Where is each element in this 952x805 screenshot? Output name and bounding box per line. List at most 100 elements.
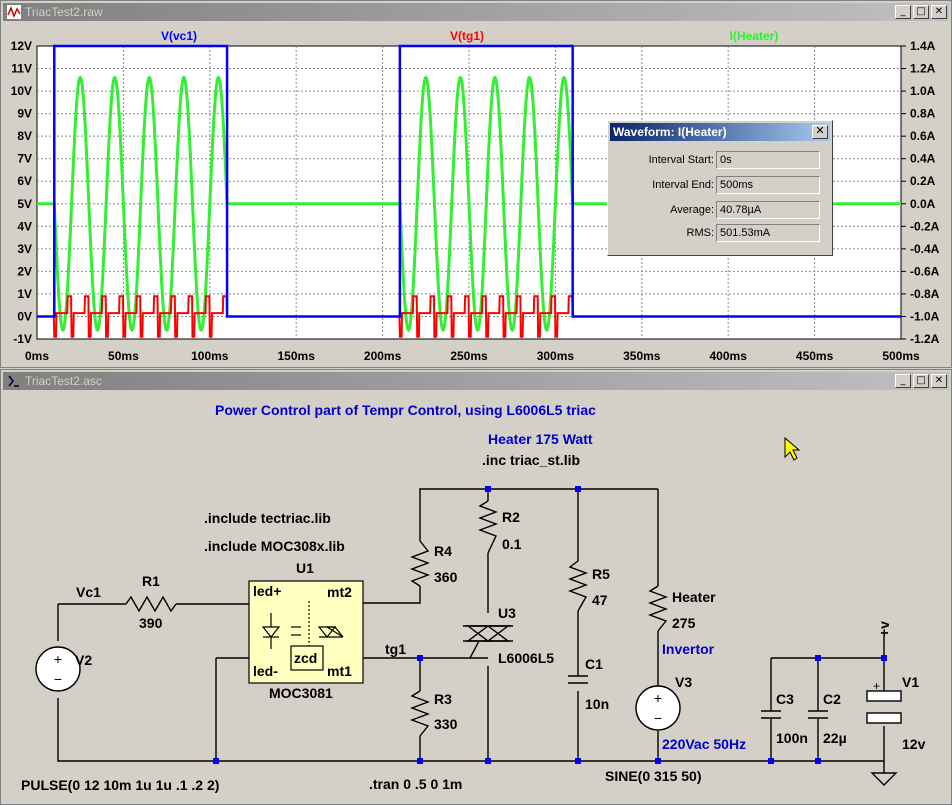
y-right-tick-label: -0.6A bbox=[910, 264, 940, 278]
triac-u3[interactable] bbox=[463, 625, 513, 659]
c1-value: 10n bbox=[585, 696, 609, 712]
y-left-tick-label: 8V bbox=[17, 129, 32, 143]
dialog-close-icon[interactable]: ✕ bbox=[812, 125, 828, 139]
y-right-tick-label: 0.8A bbox=[910, 107, 936, 121]
sine-directive: SINE(0 315 50) bbox=[605, 768, 702, 784]
interval-end-row: Interval End: 500ms bbox=[608, 176, 834, 196]
svg-text:+: + bbox=[654, 690, 662, 706]
x-tick-label: 250ms bbox=[450, 349, 488, 363]
invertor-note: Invertor bbox=[662, 641, 715, 657]
x-tick-label: 400ms bbox=[710, 349, 748, 363]
svg-text:−: − bbox=[54, 671, 62, 687]
x-tick-label: 450ms bbox=[796, 349, 834, 363]
u3-value: L6006L5 bbox=[498, 650, 554, 666]
resistor-r3 bbox=[410, 690, 430, 737]
pin-led-plus-label: led+ bbox=[253, 583, 281, 599]
x-tick-label: 150ms bbox=[278, 349, 316, 363]
maximize-button[interactable]: □ bbox=[913, 5, 929, 19]
waveform-dialog-title: Waveform: I(Heater) bbox=[613, 125, 727, 139]
y-left-tick-label: 6V bbox=[17, 174, 32, 188]
plot-window-title: TriacTest2.raw bbox=[25, 5, 103, 19]
waveform-dialog: Waveform: I(Heater) ✕ Interval Start: 0s… bbox=[607, 120, 833, 256]
close-button[interactable]: ✕ bbox=[931, 374, 947, 388]
c1-name: C1 bbox=[585, 656, 603, 672]
y-left-tick-label: 10V bbox=[11, 84, 32, 98]
series-v-vc1-line bbox=[37, 44, 901, 318]
c3-name: C3 bbox=[776, 691, 794, 707]
interval-start-field[interactable]: 0s bbox=[716, 151, 820, 169]
zcd-label: zcd bbox=[294, 650, 317, 666]
waveform-app-icon bbox=[7, 5, 21, 19]
r5-value: 47 bbox=[592, 592, 608, 608]
trace-label: V(vc1) bbox=[161, 29, 197, 43]
y-right-tick-label: 0.2A bbox=[910, 174, 936, 188]
r1-name: R1 bbox=[142, 573, 160, 589]
resistor-r1 bbox=[125, 595, 177, 613]
plot-window-titlebar[interactable]: TriacTest2.raw _ □ ✕ bbox=[3, 3, 949, 21]
resistor-r2 bbox=[478, 500, 498, 554]
pulse-directive: PULSE(0 12 10m 1u 1u .1 .2 2) bbox=[21, 777, 219, 793]
u1-name: U1 bbox=[296, 560, 314, 576]
r4-name: R4 bbox=[434, 543, 452, 559]
y-right-tick-label: -1.2A bbox=[910, 332, 940, 346]
inc-triac-directive: .inc triac_st.lib bbox=[482, 452, 580, 468]
svg-text:−: − bbox=[654, 710, 662, 726]
close-button[interactable]: ✕ bbox=[931, 5, 947, 19]
r2-name: R2 bbox=[502, 509, 520, 525]
vac-note: 220Vac 50Hz bbox=[662, 736, 746, 752]
y-right-tick-label: -0.8A bbox=[910, 287, 940, 301]
r1-value: 390 bbox=[139, 615, 163, 631]
interval-start-row: Interval Start: 0s bbox=[608, 151, 834, 171]
pin-mt2-label: mt2 bbox=[327, 584, 352, 600]
net-tg1-label: tg1 bbox=[385, 641, 406, 657]
optocoupler-u1[interactable] bbox=[248, 580, 364, 684]
heater-name: Heater bbox=[672, 589, 716, 605]
x-tick-label: 300ms bbox=[537, 349, 575, 363]
include-tectriac-directive: .include tectriac.lib bbox=[204, 510, 331, 526]
schematic-window-titlebar[interactable]: TriacTest2.asc _ □ ✕ bbox=[3, 372, 949, 390]
y-right-tick-label: 1.2A bbox=[910, 62, 936, 76]
r3-name: R3 bbox=[434, 691, 452, 707]
average-label: Average: bbox=[670, 204, 714, 216]
y-right-tick-label: -0.2A bbox=[910, 219, 940, 233]
schematic-canvas[interactable]: + − + − + bbox=[3, 392, 951, 804]
heater-note: Heater 175 Watt bbox=[488, 431, 593, 447]
x-tick-label: 100ms bbox=[191, 349, 229, 363]
voltage-source-v2[interactable]: + − bbox=[35, 646, 81, 692]
r5-name: R5 bbox=[592, 566, 610, 582]
rms-row: RMS: 501.53mA bbox=[608, 224, 834, 244]
waveform-dialog-titlebar[interactable]: Waveform: I(Heater) ✕ bbox=[610, 123, 830, 141]
v1-value: 12v bbox=[902, 736, 926, 752]
schematic-window-title: TriacTest2.asc bbox=[25, 374, 102, 388]
trace-label: I(Heater) bbox=[730, 29, 779, 43]
voltage-source-v3[interactable]: + − bbox=[635, 685, 681, 731]
resistors bbox=[125, 500, 668, 737]
x-tick-label: 500ms bbox=[882, 349, 920, 363]
x-tick-label: 200ms bbox=[364, 349, 402, 363]
minimize-button[interactable]: _ bbox=[895, 374, 911, 388]
average-row: Average: 40.78µA bbox=[608, 201, 834, 221]
y-right-tick-label: 1.0A bbox=[910, 84, 936, 98]
resistor-heater bbox=[648, 585, 668, 632]
y-left-tick-label: 9V bbox=[17, 107, 32, 121]
interval-end-field[interactable]: 500ms bbox=[716, 176, 820, 194]
u1-value: MOC3081 bbox=[269, 685, 333, 701]
c3-value: 100n bbox=[776, 730, 808, 746]
schematic-title: Power Control part of Tempr Control, usi… bbox=[215, 402, 596, 418]
y-right-tick-label: -1.0A bbox=[910, 309, 940, 323]
ground-symbol bbox=[870, 772, 898, 786]
maximize-button[interactable]: □ bbox=[913, 374, 929, 388]
y-left-tick-label: 4V bbox=[17, 219, 32, 233]
x-tick-label: 350ms bbox=[623, 349, 661, 363]
net-vc1-label: Vc1 bbox=[76, 584, 101, 600]
include-moc-directive: .include MOC308x.lib bbox=[204, 538, 345, 554]
y-right-tick-label: 0.0A bbox=[910, 197, 936, 211]
minimize-button[interactable]: _ bbox=[895, 5, 911, 19]
r3-value: 330 bbox=[434, 716, 458, 732]
schematic-app-icon bbox=[8, 375, 19, 387]
resistor-r5 bbox=[568, 560, 588, 612]
interval-start-label: Interval Start: bbox=[648, 154, 714, 166]
battery-v1[interactable]: + bbox=[866, 679, 902, 724]
schematic-window: TriacTest2.asc _ □ ✕ bbox=[0, 369, 952, 805]
x-tick-label: 0ms bbox=[25, 349, 49, 363]
